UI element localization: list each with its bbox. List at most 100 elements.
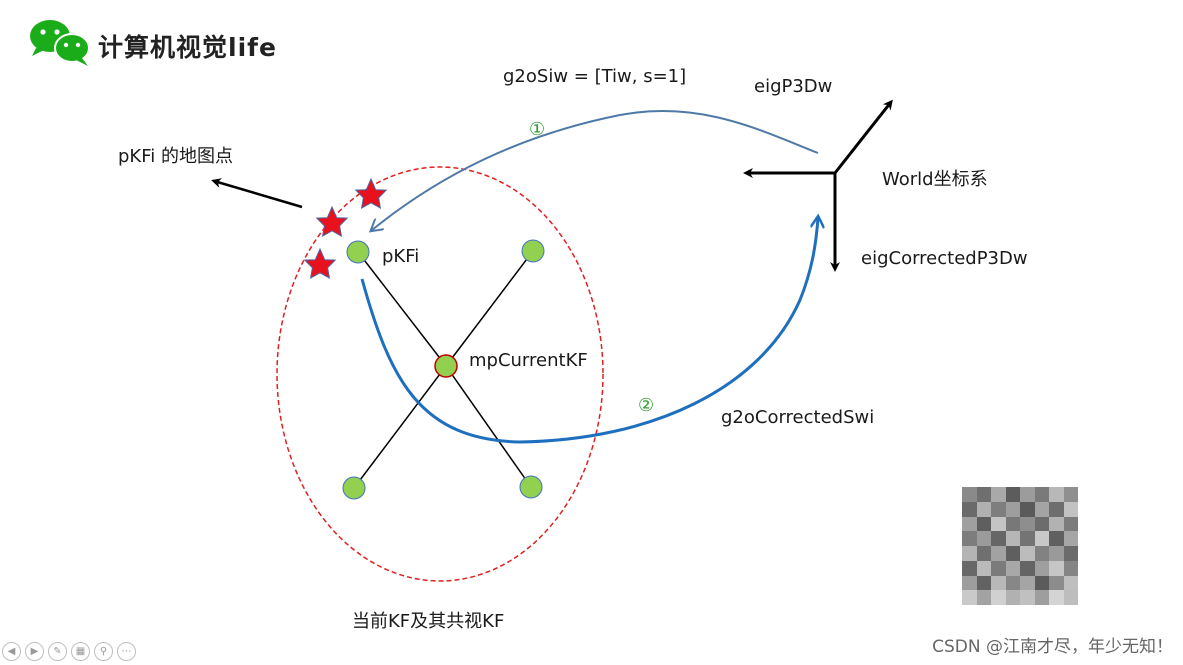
qr-cell bbox=[962, 501, 977, 517]
qr-cell bbox=[1034, 516, 1049, 532]
qr-cell bbox=[962, 546, 977, 561]
edge-pkfi-center bbox=[357, 251, 447, 367]
grid-icon[interactable]: ▦ bbox=[71, 642, 90, 661]
qr-cell bbox=[1005, 487, 1020, 502]
blurred-qr-code bbox=[962, 487, 1078, 605]
qr-cell bbox=[991, 546, 1006, 561]
qr-cell bbox=[1049, 575, 1064, 591]
qr-cell bbox=[1049, 590, 1064, 605]
qr-cell bbox=[1034, 560, 1049, 576]
label-g2osiw: g2oSiw = [Tiw, s=1] bbox=[503, 66, 687, 87]
prev-icon[interactable]: ◀ bbox=[2, 642, 21, 661]
qr-cell bbox=[1034, 575, 1049, 591]
qr-cell bbox=[1034, 501, 1049, 517]
qr-cell bbox=[991, 516, 1006, 532]
qr-cell bbox=[1020, 487, 1035, 502]
qr-cell bbox=[976, 560, 991, 576]
more-icon[interactable]: ⋯ bbox=[117, 642, 136, 661]
qr-cell bbox=[1034, 531, 1049, 546]
qr-cell bbox=[1063, 575, 1078, 591]
qr-cell bbox=[962, 487, 977, 502]
wechat-logo-icon bbox=[30, 20, 90, 66]
label-mpcurrentkf: mpCurrentKF bbox=[469, 350, 588, 371]
label-pkfi-map-points: pKFi 的地图点 bbox=[118, 146, 233, 167]
qr-cell bbox=[976, 501, 991, 517]
qr-cell bbox=[1063, 560, 1078, 576]
qr-cell bbox=[1049, 487, 1064, 502]
star-icon bbox=[303, 247, 337, 279]
label-pkfi: pKFi bbox=[382, 246, 420, 267]
qr-cell bbox=[1049, 516, 1064, 532]
qr-cell bbox=[991, 560, 1006, 576]
qr-cell bbox=[1005, 531, 1020, 546]
node-pkfi bbox=[346, 240, 370, 264]
qr-cell bbox=[1005, 516, 1020, 532]
qr-cell bbox=[991, 590, 1006, 605]
qr-cell bbox=[1063, 516, 1078, 532]
qr-cell bbox=[1005, 546, 1020, 561]
edge-center-bottomleft bbox=[353, 365, 447, 489]
covisibility-ellipse bbox=[276, 166, 604, 582]
qr-cell bbox=[991, 575, 1006, 591]
qr-cell bbox=[1049, 501, 1064, 517]
qr-cell bbox=[976, 546, 991, 561]
step-1-marker: ① bbox=[529, 119, 546, 140]
qr-cell bbox=[1020, 560, 1035, 576]
qr-cell bbox=[976, 531, 991, 546]
transform-arrow-1 bbox=[372, 109, 819, 230]
qr-cell bbox=[1020, 546, 1035, 561]
qr-cell bbox=[1020, 531, 1035, 546]
qr-cell bbox=[1020, 501, 1035, 517]
edge-center-bottomright bbox=[445, 365, 532, 488]
watermark: CSDN @江南才尽，年少无知！ bbox=[932, 637, 1173, 657]
qr-cell bbox=[1063, 590, 1078, 605]
qr-cell bbox=[976, 575, 991, 591]
label-eigp3dw: eigP3Dw bbox=[754, 76, 833, 97]
qr-cell bbox=[1034, 487, 1049, 502]
node-bottom-left bbox=[342, 476, 366, 500]
qr-cell bbox=[962, 560, 977, 576]
qr-cell bbox=[1005, 575, 1020, 591]
next-icon[interactable]: ▶ bbox=[25, 642, 44, 661]
qr-cell bbox=[991, 501, 1006, 517]
qr-cell bbox=[1005, 590, 1020, 605]
pen-icon[interactable]: ✎ bbox=[48, 642, 67, 661]
qr-cell bbox=[1063, 487, 1078, 502]
qr-cell bbox=[1063, 531, 1078, 546]
transform-arrow-2 bbox=[360, 218, 818, 444]
node-top-right bbox=[521, 239, 545, 263]
qr-cell bbox=[1034, 590, 1049, 605]
qr-cell bbox=[1020, 575, 1035, 591]
qr-cell bbox=[976, 516, 991, 532]
world-frame-axes bbox=[743, 99, 893, 272]
label-covisible-kfs: 当前KF及其共视KF bbox=[352, 611, 505, 632]
label-eigcorrectedp3dw: eigCorrectedP3Dw bbox=[861, 248, 1028, 269]
map-point-stars bbox=[303, 177, 388, 279]
qr-cell bbox=[1049, 560, 1064, 576]
qr-cell bbox=[991, 487, 1006, 502]
qr-cell bbox=[1049, 546, 1064, 561]
label-g2ocorrectedswi: g2oCorrectedSwi bbox=[721, 407, 875, 428]
star-icon bbox=[315, 205, 349, 237]
qr-cell bbox=[962, 575, 977, 591]
qr-cell bbox=[1020, 516, 1035, 532]
qr-cell bbox=[976, 590, 991, 605]
qr-cell bbox=[962, 590, 977, 605]
map-point-arrow bbox=[211, 178, 303, 209]
brand-name: 计算机视觉life bbox=[98, 33, 277, 62]
label-world-frame: World坐标系 bbox=[882, 169, 988, 190]
qr-cell bbox=[1005, 560, 1020, 576]
qr-cell bbox=[1020, 590, 1035, 605]
step-2-marker: ② bbox=[638, 395, 655, 416]
slide-toolbar: ◀ ▶ ✎ ▦ ⚲ ⋯ bbox=[2, 642, 136, 661]
qr-cell bbox=[962, 531, 977, 546]
node-mpcurrentkf bbox=[434, 354, 458, 378]
edge-topright-center bbox=[445, 250, 534, 367]
qr-cell bbox=[1034, 546, 1049, 561]
zoom-icon[interactable]: ⚲ bbox=[94, 642, 113, 661]
qr-cell bbox=[1063, 546, 1078, 561]
qr-cell bbox=[991, 531, 1006, 546]
qr-cell bbox=[962, 516, 977, 532]
star-icon bbox=[354, 177, 388, 209]
node-bottom-right bbox=[519, 475, 543, 499]
